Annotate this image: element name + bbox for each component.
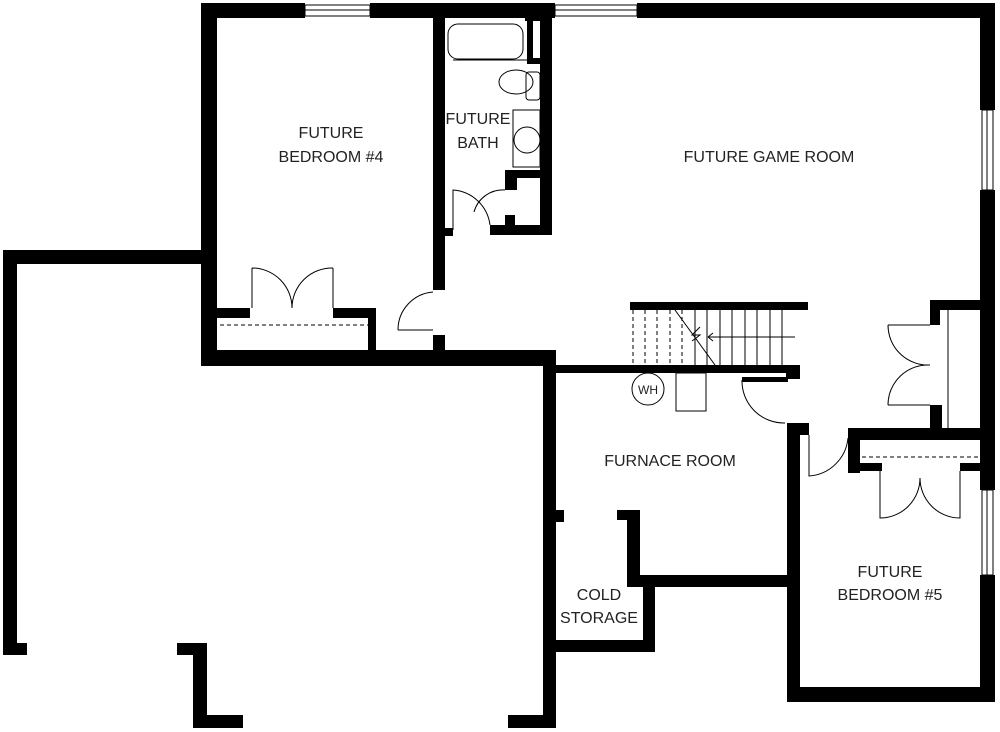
water-heater-label: WH (638, 383, 658, 397)
stairs (632, 309, 795, 366)
furnace-icon (675, 372, 707, 412)
water-heater-icon (631, 372, 665, 406)
walls (3, 3, 995, 728)
toilet-icon (498, 69, 534, 95)
game-room-label: FUTURE GAME ROOM (684, 149, 855, 166)
furnace-room-label: FURNACE ROOM (604, 453, 736, 470)
bathtub-icon (447, 23, 524, 60)
sink-icon (513, 126, 541, 154)
windows (304, 4, 994, 576)
fixtures (447, 23, 707, 412)
doors (220, 189, 978, 519)
